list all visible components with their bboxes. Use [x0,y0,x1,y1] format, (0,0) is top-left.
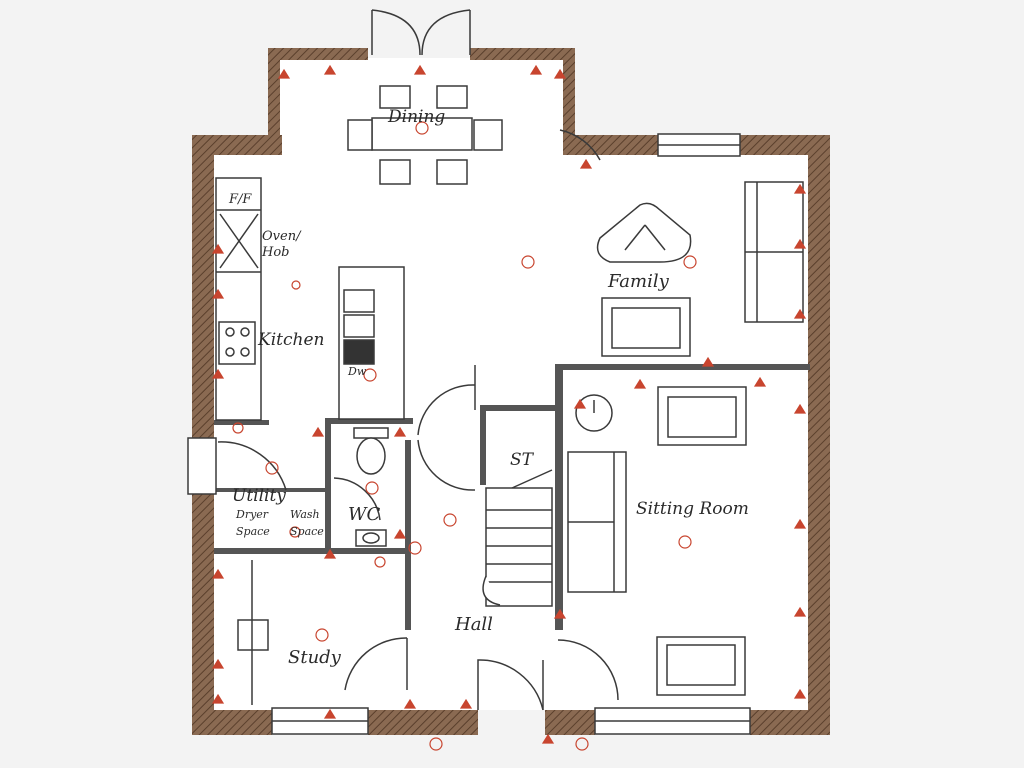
label-utility-wash: Wash [290,508,320,521]
exterior-walls [192,48,830,735]
label-kitchen: Kitchen [257,330,324,350]
label-utility-dryer: Dryer [235,508,269,521]
label-st: ST [510,450,535,470]
label-dw: Dw [347,365,367,378]
dining-table [347,85,503,185]
staircase [482,469,553,607]
label-hob: Hob [261,245,290,260]
internal-walls [214,364,810,630]
label-dining: Dining [387,107,445,127]
kitchen-units [215,177,405,421]
wc-fixtures [353,427,389,547]
label-wc: WC [348,504,381,525]
electrical-markers [211,64,807,751]
sitting-room-furniture [567,386,747,696]
study-desk [237,560,269,705]
label-utility-space-1: Space [236,525,270,538]
door-swings [187,129,619,711]
label-utility-space-2: Space [290,525,324,538]
family-furniture [596,181,804,357]
label-utility: Utility [232,486,286,506]
label-family: Family [607,271,670,292]
label-hall: Hall [454,614,493,635]
label-ff: F/F [228,192,252,207]
french-doors [371,9,471,56]
label-sitting-room: Sitting Room [636,499,749,519]
label-study: Study [288,647,342,668]
windows [271,133,751,735]
label-oven: Oven/ [262,229,302,244]
